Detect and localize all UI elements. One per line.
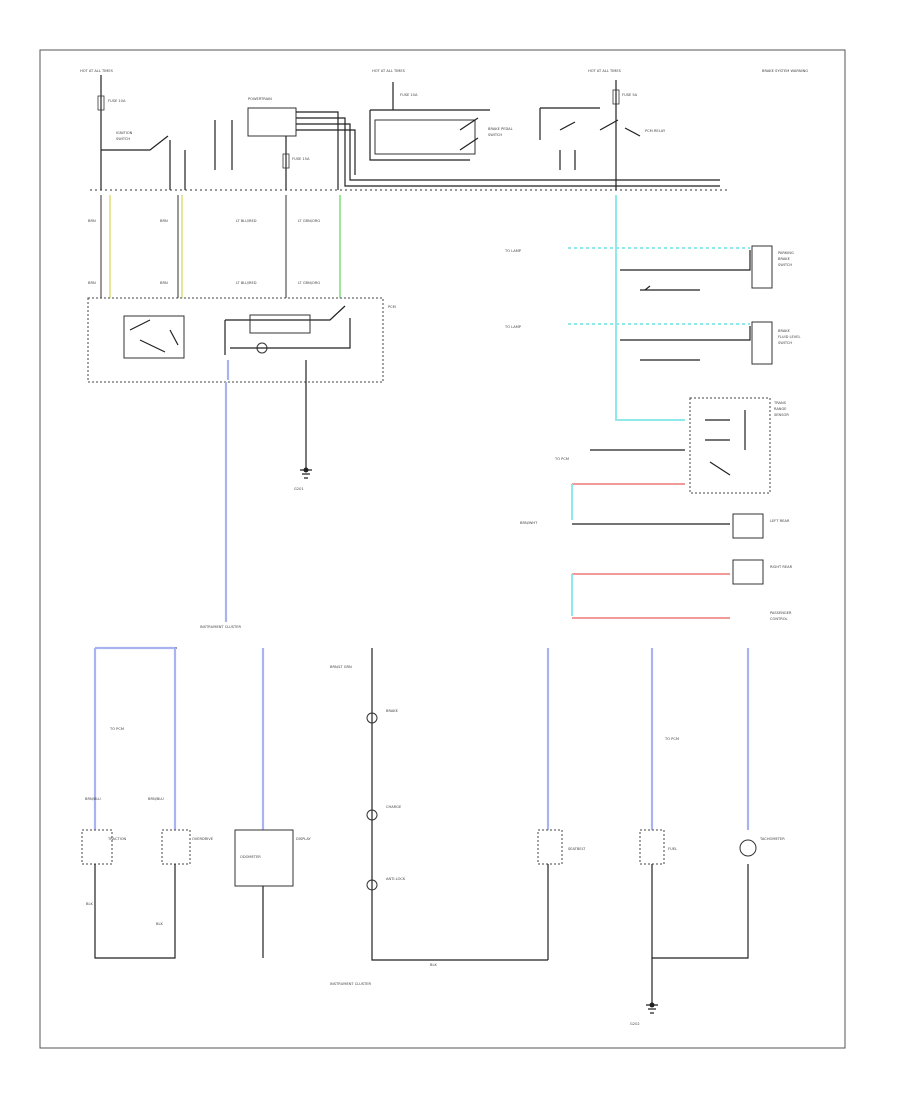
brake-switch-label-2: SWITCH — [488, 133, 502, 137]
lamp-chain-top: BRN/LT GRN — [330, 665, 352, 669]
lamp-c2-label: CHARGE — [386, 805, 402, 809]
switch-assembly-label-c: SENSOR — [774, 413, 789, 417]
switch-label-2: SWITCH — [116, 137, 130, 141]
module-right-3-label: PASSENGER — [770, 611, 792, 615]
wire-note-1: TO PCM — [554, 457, 569, 461]
ground-3-label: G202 — [630, 1022, 640, 1026]
ground-1: G201 — [294, 382, 312, 491]
relay-label: PCM RELAY — [645, 129, 666, 133]
lamp-2-box — [161, 829, 191, 865]
right-modules: LEFT REAR BRN/WHT RIGHT REAR PASSENGER C… — [520, 513, 793, 621]
wire-label-8: LT GRN/ORG — [298, 281, 320, 285]
cluster-bottom-label: INSTRUMENT CLUSTER — [330, 982, 371, 986]
bottom-section: TO PCM BRN/BLU BRN/BLU TRACTION OVERDRIV… — [81, 646, 785, 1026]
brake-switch-label: BRAKE PEDAL — [488, 127, 513, 131]
lamp-c3-label: ANTI-LOCK — [386, 877, 406, 881]
hot-label-3: HOT AT ALL TIMES — [588, 69, 622, 73]
indicator-label-1: PARKING — [778, 251, 794, 255]
gauge-circle — [739, 839, 757, 857]
hot-label-2: HOT AT ALL TIMES — [372, 69, 406, 73]
left-mid-section: BRN BRN LT BLU/RED LT GRN/ORG BRN BRN LT… — [87, 195, 396, 383]
odometer-box — [234, 829, 294, 887]
wire-label-6: BRN — [160, 281, 168, 285]
cluster-box — [87, 297, 384, 383]
module-right-1-label: LEFT REAR — [770, 519, 790, 523]
indicator-label-2b: FLUID LEVEL — [778, 335, 801, 339]
cluster-box-label: PCM — [388, 305, 396, 309]
module-right-3-label-b: CONTROL — [770, 617, 788, 621]
switch-assembly-label: TRANS — [773, 401, 787, 405]
cluster-left-label: INSTRUMENT CLUSTER — [200, 625, 241, 629]
right-bottom-label: TO PCM — [664, 737, 679, 741]
switch-label-1: IGNITION — [116, 131, 133, 135]
diagram-frame — [39, 49, 846, 1049]
top-power-section: HOT AT ALL TIMES HOT AT ALL TIMES HOT AT… — [80, 69, 808, 191]
wire-label-1: BRN — [88, 219, 96, 223]
gauge-label: TACHOMETER — [759, 837, 785, 841]
module-box — [247, 107, 297, 137]
wire-label-7: LT BLU/RED — [236, 281, 257, 285]
lamp-5-label: FUEL — [668, 847, 677, 851]
wire-label-5: BRN — [88, 281, 96, 285]
fuse-b-label: FUSE 15A — [292, 157, 310, 161]
indicator-label-1c: SWITCH — [778, 263, 792, 267]
fuse-a-label: FUSE 10A — [108, 99, 126, 103]
lamp-c3 — [366, 879, 378, 891]
wire-label-4: LT GRN/ORG — [298, 219, 320, 223]
fuse-d-label: FUSE 5A — [622, 93, 638, 97]
indicator-label-1b: BRAKE — [778, 257, 791, 261]
cyan-label-2: TO LAMP — [504, 325, 522, 329]
switch-assembly-label-b: RANGE — [774, 407, 787, 411]
module-right-1-wire: BRN/WHT — [520, 521, 538, 525]
lamp-1-box — [81, 829, 113, 865]
indicator-box-2 — [751, 321, 773, 365]
bottom-label-2: BRN/BLU — [85, 797, 101, 801]
switch-assembly — [689, 397, 771, 494]
lamp-5-box — [639, 829, 665, 865]
fuse-c-label: FUSE 10A — [400, 93, 418, 97]
wire-label-3: LT BLU/RED — [236, 219, 257, 223]
lamp-2-label: OVERDRIVE — [192, 837, 214, 841]
right-mid-section: PARKING BRAKE SWITCH BRAKE FLUID LEVEL S… — [504, 195, 801, 520]
bottom-label-5: BLK — [156, 922, 163, 926]
indicator-box-1 — [751, 245, 773, 289]
indicator-label-2: BRAKE — [778, 329, 791, 333]
module-box-right-1 — [732, 513, 764, 539]
lamp-1-label: TRACTION — [107, 837, 127, 841]
bottom-label-3: BRN/BLU — [148, 797, 164, 801]
lamp-c1 — [366, 712, 378, 724]
chain-wire-label: BLK — [430, 963, 437, 967]
ground-1-label: G201 — [294, 487, 304, 491]
bottom-label-1: TO PCM — [109, 727, 124, 731]
odometer-label: ODOMETER — [240, 855, 261, 859]
wire-label-2: BRN — [160, 219, 168, 223]
lamp-c1-label: BRAKE — [386, 709, 399, 713]
top-right-note: BRAKE SYSTEM WARNING — [762, 69, 808, 73]
lamp-c2 — [366, 809, 378, 821]
module-label: POWERTRAIN — [248, 97, 272, 101]
odometer-side-label: DISPLAY — [296, 837, 312, 841]
hot-label-1: HOT AT ALL TIMES — [80, 69, 114, 73]
module-right-2-label: RIGHT REAR — [770, 565, 793, 569]
lamp-4-label: SEATBELT — [568, 847, 586, 851]
bottom-label-4: BLK — [86, 902, 93, 906]
module-box-right-2 — [732, 559, 764, 585]
lamp-4-box — [537, 829, 563, 865]
cyan-label-1: TO LAMP — [504, 249, 522, 253]
indicator-label-2c: SWITCH — [778, 341, 792, 345]
